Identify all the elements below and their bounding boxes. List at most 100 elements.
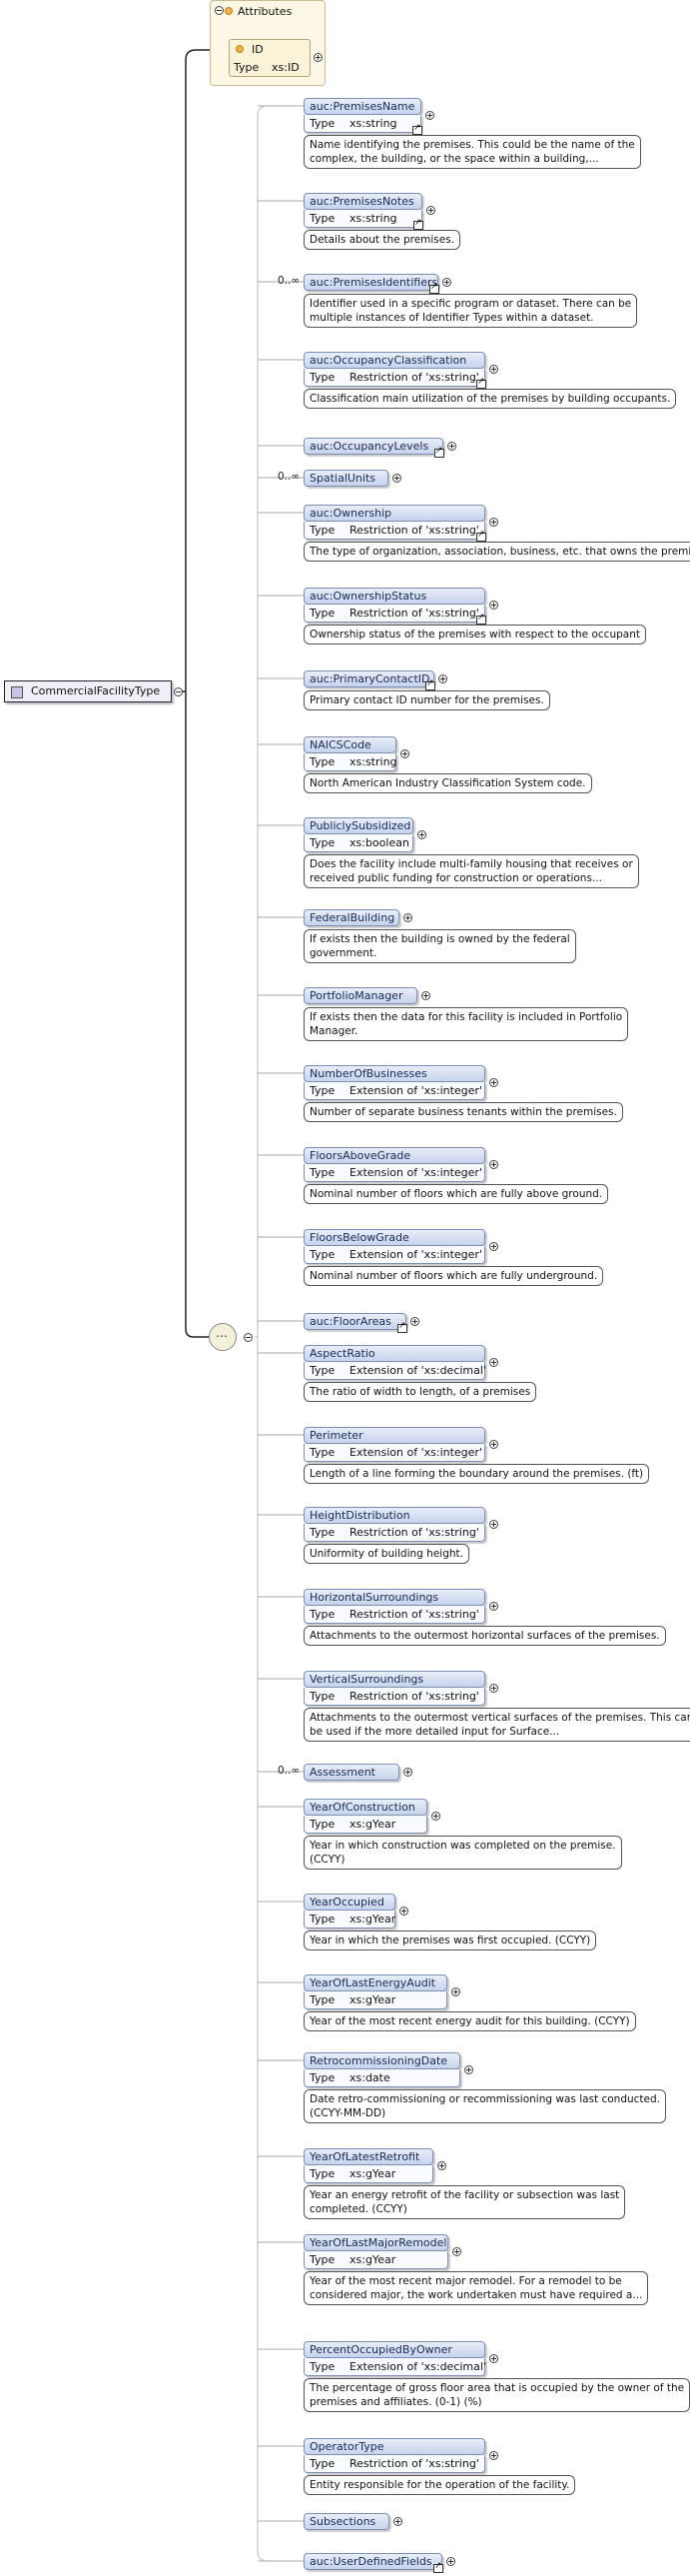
documentation-line: Number of separate business tenants with… xyxy=(310,1106,617,1118)
expand-icon[interactable] xyxy=(489,601,498,610)
type-key: Type xyxy=(310,1913,336,1926)
element-name[interactable]: YearOfLatestRetrofit xyxy=(304,2148,433,2165)
documentation-line: The percentage of gross floor area that … xyxy=(310,2382,685,2394)
expand-icon[interactable] xyxy=(399,1907,408,1916)
element-name[interactable]: auc:OccupancyLevels xyxy=(304,438,443,455)
expand-icon[interactable] xyxy=(403,1768,412,1777)
element-name[interactable]: YearOfLastMajorRemodel xyxy=(304,2234,448,2251)
element-name[interactable]: Assessment xyxy=(304,1764,399,1781)
element-name[interactable]: OperatorType xyxy=(304,2438,485,2455)
expand-icon[interactable] xyxy=(489,1684,498,1693)
element-name[interactable]: NumberOfBusinesses xyxy=(304,1065,485,1082)
documentation-line: Date retro-commissioning or recommission… xyxy=(310,2093,661,2105)
element-name[interactable]: PubliclySubsidized xyxy=(304,817,413,834)
expand-icon[interactable] xyxy=(442,278,451,287)
attributes-collapse-icon[interactable] xyxy=(215,6,224,15)
expand-icon[interactable] xyxy=(400,749,409,758)
element-name[interactable]: PercentOccupiedByOwner xyxy=(304,2341,485,2358)
element-name[interactable]: auc:Ownership xyxy=(304,505,485,522)
element-name[interactable]: auc:PremisesName xyxy=(304,98,421,115)
expand-icon[interactable] xyxy=(447,442,456,451)
attribute-expand-icon[interactable] xyxy=(314,53,323,62)
expand-icon[interactable] xyxy=(489,1160,498,1169)
expand-icon[interactable] xyxy=(489,2354,498,2363)
expand-icon[interactable] xyxy=(410,1317,419,1326)
element-name[interactable]: RetrocommissioningDate xyxy=(304,2052,460,2069)
expand-icon[interactable] xyxy=(489,1520,498,1529)
element-documentation: Date retro-commissioning or recommission… xyxy=(304,2089,667,2123)
expand-icon[interactable] xyxy=(431,1812,440,1821)
element-documentation: Number of separate business tenants with… xyxy=(304,1102,623,1122)
expand-icon[interactable] xyxy=(489,1242,498,1251)
expand-icon[interactable] xyxy=(451,1987,460,1996)
expand-icon[interactable] xyxy=(489,365,498,374)
type-key: Type xyxy=(310,1248,336,1261)
root-collapse-icon[interactable] xyxy=(174,687,183,696)
element-name[interactable]: YearOfLastEnergyAudit xyxy=(304,1974,447,1991)
documentation-line: Nominal number of floors which are fully… xyxy=(310,1270,598,1282)
element-name[interactable]: SpatialUnits xyxy=(304,470,388,487)
documentation-line: considered major, the work undertaken mu… xyxy=(310,2289,643,2301)
element-name[interactable]: auc:PremisesIdentifiers xyxy=(304,274,438,291)
expand-icon[interactable] xyxy=(392,474,401,483)
attribute-id[interactable]: ID Type xs:ID xyxy=(229,39,311,77)
element-name[interactable]: auc:PremisesNotes xyxy=(304,193,422,210)
element-name[interactable]: auc:OccupancyClassification xyxy=(304,352,485,369)
documentation-line: be used if the more detailed input for S… xyxy=(310,1726,560,1738)
expand-icon[interactable] xyxy=(437,2161,446,2170)
element-name[interactable]: auc:UserDefinedFields xyxy=(304,2553,442,2570)
reference-icon xyxy=(429,282,439,294)
expand-icon[interactable] xyxy=(489,518,498,527)
element-documentation: If exists then the data for this facilit… xyxy=(304,1007,629,1041)
element-name[interactable]: auc:PrimaryContactID xyxy=(304,670,434,687)
sequence-compositor[interactable]: ⋯ xyxy=(209,1323,237,1351)
type-value: Extension of 'xs:integer' xyxy=(349,1446,482,1459)
type-key: Type xyxy=(310,1993,336,2006)
documentation-line: Year in which the premises was first occ… xyxy=(310,1934,591,1946)
type-value: Restriction of 'xs:string' xyxy=(349,2457,479,2470)
expand-icon[interactable] xyxy=(452,2247,461,2256)
expand-icon[interactable] xyxy=(403,913,412,922)
element-name[interactable]: FloorsBelowGrade xyxy=(304,1229,485,1246)
element-name[interactable]: HeightDistribution xyxy=(304,1507,485,1524)
expand-icon[interactable] xyxy=(489,1440,498,1449)
element-name[interactable]: VerticalSurroundings xyxy=(304,1671,485,1688)
expand-icon[interactable] xyxy=(417,830,426,839)
expand-icon[interactable] xyxy=(438,674,447,683)
element-name[interactable]: FloorsAboveGrade xyxy=(304,1147,485,1164)
element-name[interactable]: Subsections xyxy=(304,2513,389,2530)
element-name[interactable]: AspectRatio xyxy=(304,1345,485,1362)
expand-icon[interactable] xyxy=(489,1358,498,1367)
expand-icon[interactable] xyxy=(393,2517,402,2526)
expand-icon[interactable] xyxy=(464,2065,473,2074)
element-name[interactable]: auc:FloorAreas xyxy=(304,1313,406,1330)
element-name[interactable]: FederalBuilding xyxy=(304,909,399,926)
element-documentation: If exists then the building is owned by … xyxy=(304,929,576,963)
element-name[interactable]: YearOccupied xyxy=(304,1894,395,1911)
element-name[interactable]: PortfolioManager xyxy=(304,987,417,1004)
expand-icon[interactable] xyxy=(426,206,435,215)
element-documentation: Attachments to the outermost horizontal … xyxy=(304,1626,666,1646)
element-name[interactable]: HorizontalSurroundings xyxy=(304,1589,485,1606)
sequence-collapse-icon[interactable] xyxy=(244,1333,253,1342)
expand-icon[interactable] xyxy=(489,1602,498,1611)
expand-icon[interactable] xyxy=(421,991,430,1000)
expand-icon[interactable] xyxy=(489,1078,498,1087)
expand-icon[interactable] xyxy=(489,2451,498,2460)
documentation-line: The type of organization, association, b… xyxy=(310,546,690,558)
expand-icon[interactable] xyxy=(446,2557,455,2566)
element-name[interactable]: YearOfConstruction xyxy=(304,1799,427,1816)
element-name[interactable]: auc:OwnershipStatus xyxy=(304,588,485,605)
root-element[interactable]: CommercialFacilityType xyxy=(4,680,172,702)
type-value: Restriction of 'xs:string' xyxy=(349,371,479,384)
element-documentation: Year in which construction was completed… xyxy=(304,1836,622,1870)
element-name[interactable]: NAICSCode xyxy=(304,736,396,753)
element-name[interactable]: Perimeter xyxy=(304,1427,485,1444)
documentation-line: If exists then the data for this facilit… xyxy=(310,1011,623,1023)
expand-icon[interactable] xyxy=(425,111,434,120)
